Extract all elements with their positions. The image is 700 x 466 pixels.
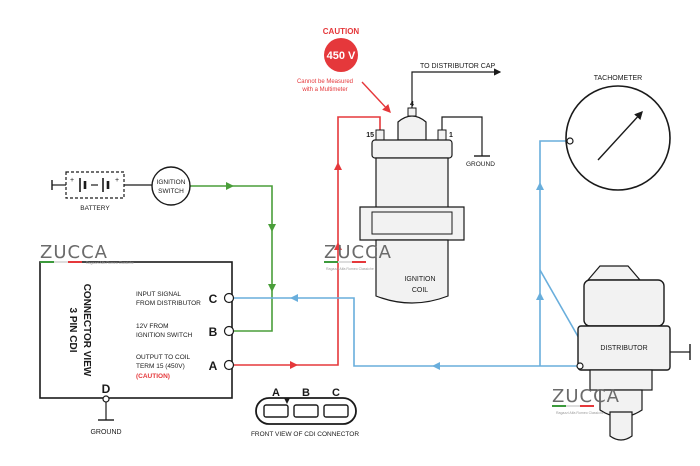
coil-ground-wire bbox=[441, 116, 483, 156]
cdi-c-desc-line1: INPUT SIGNAL bbox=[136, 291, 181, 298]
cdi-title-line2: CONNECTOR VIEW bbox=[81, 284, 92, 377]
distributor bbox=[577, 265, 691, 441]
cdi-b-desc-line1: 12V FROM bbox=[136, 323, 169, 330]
cdi-a-desc-line2: TERM 15 (450V) bbox=[136, 363, 185, 370]
cdi-a-desc-caution: (CAUTION) bbox=[136, 373, 170, 380]
svg-text:Ragazzi Alfa Romeo Classiche: Ragazzi Alfa Romeo Classiche bbox=[86, 261, 134, 265]
distributor-signal-terminal bbox=[576, 362, 584, 370]
cdi-c-desc-line2: FROM DISTRIBUTOR bbox=[136, 300, 201, 307]
cdi-pin-d-letter: D bbox=[102, 382, 111, 396]
cdi-pin-c-letter: C bbox=[209, 292, 218, 306]
caution-voltage-badge bbox=[324, 38, 358, 72]
battery: + + bbox=[65, 171, 125, 199]
to-distributor-cap-label: TO DISTRIBUTOR CAP bbox=[420, 63, 496, 70]
brand-watermark-left: ZUCCA Ragazzi Alfa Romeo Classiche bbox=[40, 242, 134, 265]
ignition-coil bbox=[359, 107, 465, 304]
caution-arrow bbox=[361, 81, 391, 114]
blue-wire-signal bbox=[232, 140, 581, 370]
front-view-pin-c: C bbox=[332, 387, 340, 399]
coil-to-cap-wire bbox=[411, 68, 502, 110]
coil-ground-label: GROUND bbox=[466, 161, 495, 168]
brand-watermark-right: ZUCCA Ragazzi Alfa Romeo Classiche bbox=[552, 386, 620, 415]
tachometer-label: TACHOMETER bbox=[594, 75, 642, 82]
caution-note-line1: Cannot be Measured bbox=[297, 79, 353, 85]
coil-terminal-1: 1 bbox=[449, 132, 453, 139]
distributor-label: DISTRIBUTOR bbox=[600, 345, 647, 352]
cdi-pin-c-terminal bbox=[223, 292, 235, 304]
brand-watermark-center: ZUCCA Ragazzi Alfa Romeo Classiche bbox=[324, 242, 392, 271]
cdi-a-desc-line1: OUTPUT TO COIL bbox=[136, 354, 191, 361]
battery-label: BATTERY bbox=[80, 205, 110, 212]
tachometer-needle bbox=[597, 110, 643, 161]
cdi-title-line1: 3 PIN CDI bbox=[67, 307, 78, 352]
front-view-caption: FRONT VIEW OF CDI CONNECTOR bbox=[251, 431, 359, 438]
ignition-switch-label-line1: IGNITION bbox=[157, 179, 186, 186]
red-wire-450v bbox=[232, 116, 381, 369]
svg-text:Ragazzi Alfa Romeo Classiche: Ragazzi Alfa Romeo Classiche bbox=[326, 267, 374, 271]
svg-text:ZUCCA: ZUCCA bbox=[552, 386, 620, 407]
svg-text:+: + bbox=[70, 177, 74, 184]
cdi-pin-d-terminal bbox=[102, 395, 110, 403]
caution-voltage: 450 V bbox=[327, 50, 356, 62]
coil-terminal-15: 15 bbox=[366, 132, 374, 139]
cdi-pin-b-letter: B bbox=[209, 325, 218, 339]
svg-text:ZUCCA: ZUCCA bbox=[40, 242, 108, 263]
ignition-switch-label-line2: SWITCH bbox=[158, 188, 184, 195]
green-wire-12v bbox=[190, 182, 276, 332]
caution-title: CAUTION bbox=[323, 27, 360, 36]
cdi-pin-a-terminal bbox=[223, 359, 235, 371]
cdi-connector-front-view bbox=[255, 397, 357, 425]
caution-note-line2: with a Multimeter bbox=[301, 87, 347, 93]
cdi-ground-label: GROUND bbox=[90, 429, 121, 436]
front-view-pin-a: A bbox=[272, 387, 280, 399]
tachometer-input-terminal bbox=[566, 137, 574, 145]
svg-text:Ragazzi Alfa Romeo Classiche: Ragazzi Alfa Romeo Classiche bbox=[556, 411, 604, 415]
coil-terminal-4: 4 bbox=[410, 101, 414, 108]
ignition-switch bbox=[151, 166, 191, 206]
cdi-pin-b-terminal bbox=[223, 325, 235, 337]
cdi-b-desc-line2: IGNITION SWITCH bbox=[136, 332, 193, 339]
svg-text:ZUCCA: ZUCCA bbox=[324, 242, 392, 263]
cdi-connector-box bbox=[39, 261, 233, 399]
ignition-coil-label-line1: IGNITION bbox=[404, 276, 435, 283]
front-view-pin-b: B bbox=[302, 387, 310, 399]
cdi-pin-a-letter: A bbox=[209, 359, 218, 373]
ignition-coil-label-line2: COIL bbox=[412, 287, 428, 294]
svg-text:+: + bbox=[115, 177, 119, 184]
